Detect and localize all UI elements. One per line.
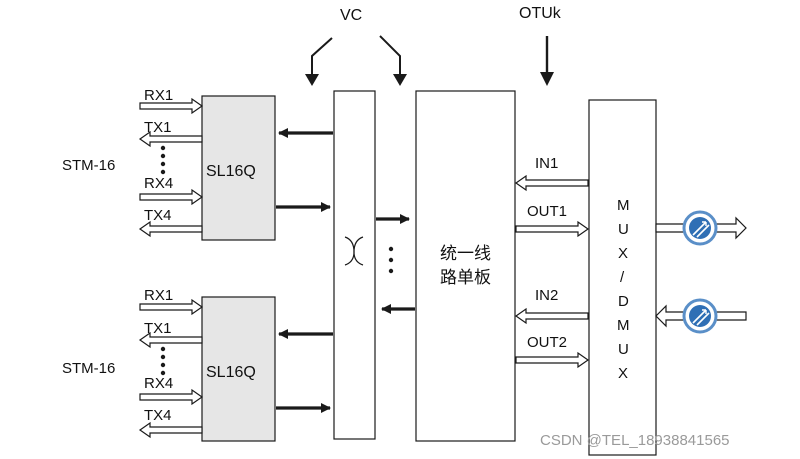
rx4-label-top: RX4 (144, 175, 173, 192)
cross-connect-board (333, 90, 376, 440)
mux-char: / (620, 269, 625, 286)
line-board-label-1: 统一线 (440, 244, 491, 264)
rx1-arrow-top (139, 97, 204, 115)
mux-char: X (618, 245, 628, 262)
mux-char: M (617, 317, 630, 334)
tx4-label-bottom: TX4 (144, 407, 172, 424)
in1-label: IN1 (535, 155, 558, 172)
out2-arrow (515, 351, 590, 369)
tx4-arrow-top (138, 220, 203, 238)
mux-dmux-board (588, 99, 657, 456)
stm16-label-bottom: STM-16 (62, 360, 115, 377)
sl16q-board-bottom (201, 296, 276, 442)
rx4-arrow-top (139, 188, 204, 206)
in1-arrow (514, 174, 589, 192)
sl16q-label-bottom: SL16Q (206, 364, 256, 381)
rx1-label-top: RX1 (144, 87, 173, 104)
mux-char: M (617, 197, 630, 214)
vc-label: VC (340, 7, 362, 24)
ellipsis-dots-bottom (160, 346, 166, 376)
out2-label: OUT2 (527, 334, 567, 351)
tx4-label-top: TX4 (144, 207, 172, 224)
vc-pointer-left (305, 37, 333, 86)
in2-arrow (514, 307, 589, 325)
mux-char: D (618, 293, 629, 310)
tx1-label-top: TX1 (144, 119, 172, 136)
rx4-label-bottom: RX4 (144, 375, 173, 392)
rx1-label-bottom: RX1 (144, 287, 173, 304)
vc-pointer-right (379, 35, 407, 86)
unified-line-board (415, 90, 516, 442)
mux-char: U (618, 221, 629, 238)
cross-connect-symbol (344, 236, 364, 266)
tx1-label-bottom: TX1 (144, 320, 172, 337)
sl16q-label-top: SL16Q (206, 163, 256, 180)
ellipsis-dots-middle (388, 246, 394, 274)
optical-connector-icon (682, 210, 718, 246)
in2-label: IN2 (535, 287, 558, 304)
sl16q-board-top (201, 95, 276, 241)
rx1-arrow-bottom (139, 298, 204, 316)
tx4-arrow-bottom (138, 421, 203, 439)
otuk-label: OTUk (519, 5, 562, 22)
tx1-arrow-top (138, 130, 203, 148)
out1-label: OUT1 (527, 203, 567, 220)
otuk-pointer (540, 36, 554, 86)
optical-connector-icon (682, 298, 718, 334)
tx1-arrow-bottom (138, 331, 203, 349)
watermark-text: CSDN @TEL_18938841565 (540, 432, 730, 449)
mux-dmux-label: M U X / D M U X (617, 197, 630, 382)
out1-arrow (515, 220, 590, 238)
stm16-label-top: STM-16 (62, 157, 115, 174)
rx4-arrow-bottom (139, 388, 204, 406)
mux-char: U (618, 341, 629, 358)
line-board-label-2: 路单板 (440, 268, 491, 288)
mux-char: X (618, 365, 628, 382)
ellipsis-dots-top (160, 145, 166, 175)
